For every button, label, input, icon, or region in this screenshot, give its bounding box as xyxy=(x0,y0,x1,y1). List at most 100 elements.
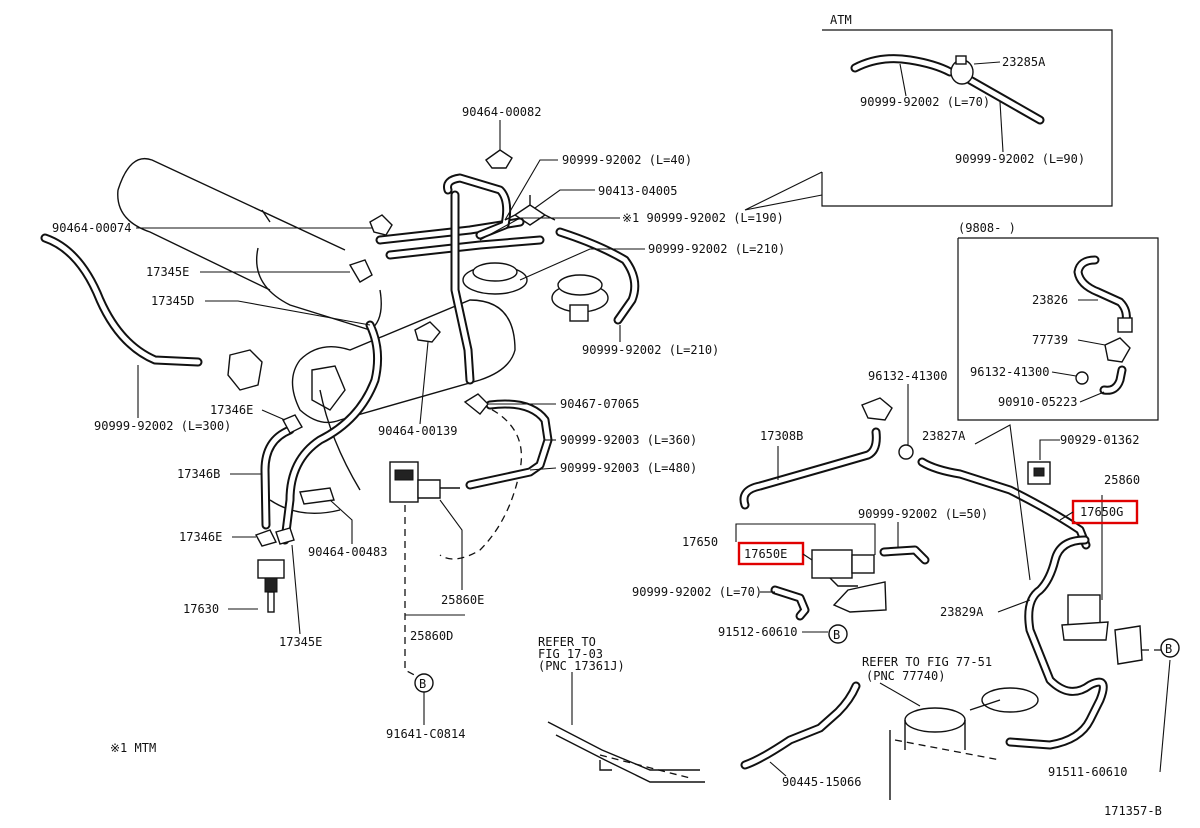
label-25860e: 25860E xyxy=(441,593,484,607)
label-90464-00082: 90464-00082 xyxy=(462,105,541,119)
label-23827a: 23827A xyxy=(922,429,966,443)
connector-23826 xyxy=(1117,317,1133,333)
label-23826: 23826 xyxy=(1032,293,1068,307)
vsv-assembly-right: REFER TO FIG 17-03 (PNC 17361J) 90445-15… xyxy=(538,221,1180,800)
canister-77740 xyxy=(889,687,1039,800)
label-17345e-a: 17345E xyxy=(146,265,189,279)
vsv-25860 xyxy=(1061,594,1109,641)
diaphragm-valve-left xyxy=(462,262,528,295)
dashed-link-25860 xyxy=(404,505,421,679)
label-refer-17-03-line3: (PNC 17361J) xyxy=(538,659,625,673)
clip-90467-07065 xyxy=(463,393,489,415)
label-hose-l360: 90999-92003 (L=360) xyxy=(560,433,697,447)
label-17346e-b: 17346E xyxy=(179,530,222,544)
bolt-b-left: B xyxy=(419,677,426,691)
vsv-17650 xyxy=(811,549,887,613)
hose-23826 xyxy=(1073,255,1131,327)
label-17308b: 17308B xyxy=(760,429,803,443)
label-23829a: 23829A xyxy=(940,605,984,619)
label-hose-l210a: 90999-92002 (L=210) xyxy=(648,242,785,256)
label-90910-05223: 90910-05223 xyxy=(998,395,1077,409)
atm-inset-frame xyxy=(821,29,1113,207)
vsv-25860e xyxy=(389,461,460,503)
label-17345d: 17345D xyxy=(151,294,194,308)
label-atm-hose-70: 90999-92002 (L=70) xyxy=(860,95,990,109)
label-atm-hose-90: 90999-92002 (L=90) xyxy=(955,152,1085,166)
label-17345e-b: 17345E xyxy=(279,635,322,649)
atm-inset-pointer xyxy=(744,171,823,211)
label-90464-00139: 90464-00139 xyxy=(378,424,457,438)
label-90464-00074: 90464-00074 xyxy=(52,221,131,235)
label-25860d: 25860D xyxy=(410,629,453,643)
label-90467-07065: 90467-07065 xyxy=(560,397,639,411)
bolt-91641-c0814: B xyxy=(414,673,434,693)
clip-17345e xyxy=(348,259,373,283)
label-91641-c0814: 91641-C0814 xyxy=(386,727,465,741)
label-hose-l50: 90999-92002 (L=50) xyxy=(858,507,988,521)
bracket-25860 xyxy=(1114,625,1143,665)
label-hose-l300: 90999-92002 (L=300) xyxy=(94,419,231,433)
label-date-range: (9808- ) xyxy=(958,221,1016,235)
bracket-left-misc xyxy=(227,349,346,411)
bolt-91512-60610: B xyxy=(828,624,848,644)
hose-90445-15066 xyxy=(740,681,861,770)
clamp-96132-41300-a xyxy=(898,444,914,460)
label-refer-77-51-line2: (PNC 77740) xyxy=(866,669,945,683)
label-refer-17-03-line1: REFER TO xyxy=(538,635,596,649)
label-90413-04005: 90413-04005 xyxy=(598,184,677,198)
clip-90464-00139 xyxy=(414,321,441,343)
diaphragm-valve-right xyxy=(551,274,609,322)
label-77739: 77739 xyxy=(1032,333,1068,347)
label-90464-00483: 90464-00483 xyxy=(308,545,387,559)
label-hose-l210b: 90999-92002 (L=210) xyxy=(582,343,719,357)
label-96132-41300-b: 96132-41300 xyxy=(970,365,1049,379)
label-90445-15066: 90445-15066 xyxy=(782,775,861,789)
label-96132-41300-a: 96132-41300 xyxy=(868,369,947,383)
atm-valve-23285a xyxy=(950,55,974,85)
highlight-17650e xyxy=(737,541,805,566)
connector-90929-01362 xyxy=(1027,461,1051,485)
label-refer-77-51-line1: REFER TO FIG 77-51 xyxy=(862,655,992,669)
hose-23829a xyxy=(1005,535,1108,750)
date-range-inset-frame xyxy=(957,237,1159,421)
left-labels: 90464-00082 90999-92002 (L=40) 90413-040… xyxy=(52,105,785,755)
atm-inset: ATM 23285A 90999-92002 (L=70) 90999-9200… xyxy=(744,13,1113,211)
label-hose-l480: 90999-92003 (L=480) xyxy=(560,461,697,475)
label-17650g: 17650G xyxy=(1080,505,1123,519)
hose-l360 xyxy=(465,399,553,490)
filter-cap-17308b xyxy=(861,397,893,421)
sensor-17630 xyxy=(257,559,285,613)
engine-body-outline xyxy=(117,158,346,291)
three-way-joint-90413 xyxy=(504,195,556,226)
label-mtm-note: ※1 MTM xyxy=(110,741,156,755)
bolt-b-right: B xyxy=(1165,642,1172,656)
atm-title: ATM xyxy=(830,13,852,27)
label-25860: 25860 xyxy=(1104,473,1140,487)
label-hose-l40: 90999-92002 (L=40) xyxy=(562,153,692,167)
label-17346b: 17346B xyxy=(177,467,220,481)
bolt-91511-60610: B xyxy=(1160,638,1180,658)
clamp-17345e-lower xyxy=(275,527,295,545)
clamp-96132-41300-b xyxy=(1075,371,1089,385)
clamp-17346e-lower xyxy=(254,529,278,547)
clip-90464-00074 xyxy=(369,214,393,236)
bracket-90464-00483 xyxy=(299,487,335,505)
label-refer-17-03-line2: FIG 17-03 xyxy=(538,647,603,661)
hose-23827a xyxy=(917,457,1091,550)
label-91512-60610: 91512-60610 xyxy=(718,625,797,639)
label-hose-l190: ※1 90999-92002 (L=190) xyxy=(622,211,784,225)
label-91511-60610: 91511-60610 xyxy=(1048,765,1127,779)
clip-90464-00082 xyxy=(485,149,513,169)
label-17630: 17630 xyxy=(183,602,219,616)
label-17650: 17650 xyxy=(682,535,718,549)
bolt-b-mid: B xyxy=(833,628,840,642)
clamp-17346e-upper xyxy=(282,414,303,434)
vsv-77739 xyxy=(1104,337,1131,363)
label-17346e-a: 17346E xyxy=(210,403,253,417)
figure-id: 171357-B xyxy=(1104,804,1162,818)
label-hose-l70: 90999-92002 (L=70) xyxy=(632,585,762,599)
label-90929-01362: 90929-01362 xyxy=(1060,433,1139,447)
label-17650e: 17650E xyxy=(744,547,787,561)
pipe-17361j xyxy=(547,721,700,771)
